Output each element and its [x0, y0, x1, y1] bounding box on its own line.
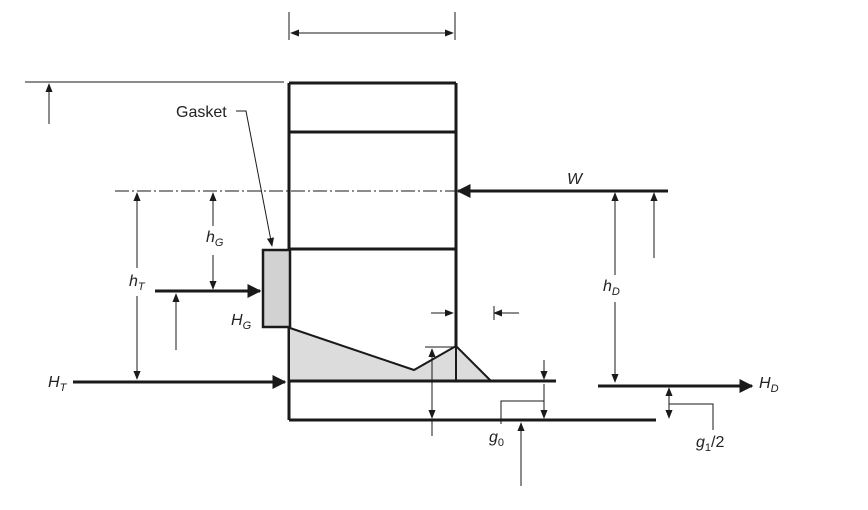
top-width-dimension: [288, 12, 456, 40]
hg-force-label: HG: [231, 312, 252, 332]
hg-label: hG: [206, 229, 224, 249]
hd-label: hD: [603, 278, 620, 298]
g0-dimension: [500, 360, 548, 486]
gasket-label: Gasket: [176, 104, 227, 121]
g1-half-dimension: [665, 387, 714, 430]
w-label: W: [567, 171, 584, 188]
hd-dimension: [611, 192, 658, 383]
hub-thickness-arrows: [431, 306, 519, 320]
hub-region: [290, 328, 491, 381]
top-reference-line: [25, 81, 284, 124]
ht-label: hT: [129, 273, 146, 293]
hd-force-label: HD: [759, 375, 779, 395]
g1-half-label: g1/2: [696, 434, 724, 454]
shell-lines: [289, 379, 656, 422]
hub-outline: [289, 327, 492, 382]
gasket: [261, 248, 292, 329]
gasket-leader: [236, 110, 275, 247]
g0-label: g0: [489, 429, 504, 449]
ht-force-label: HT: [48, 374, 68, 394]
hub-height-dimension: [425, 346, 454, 436]
